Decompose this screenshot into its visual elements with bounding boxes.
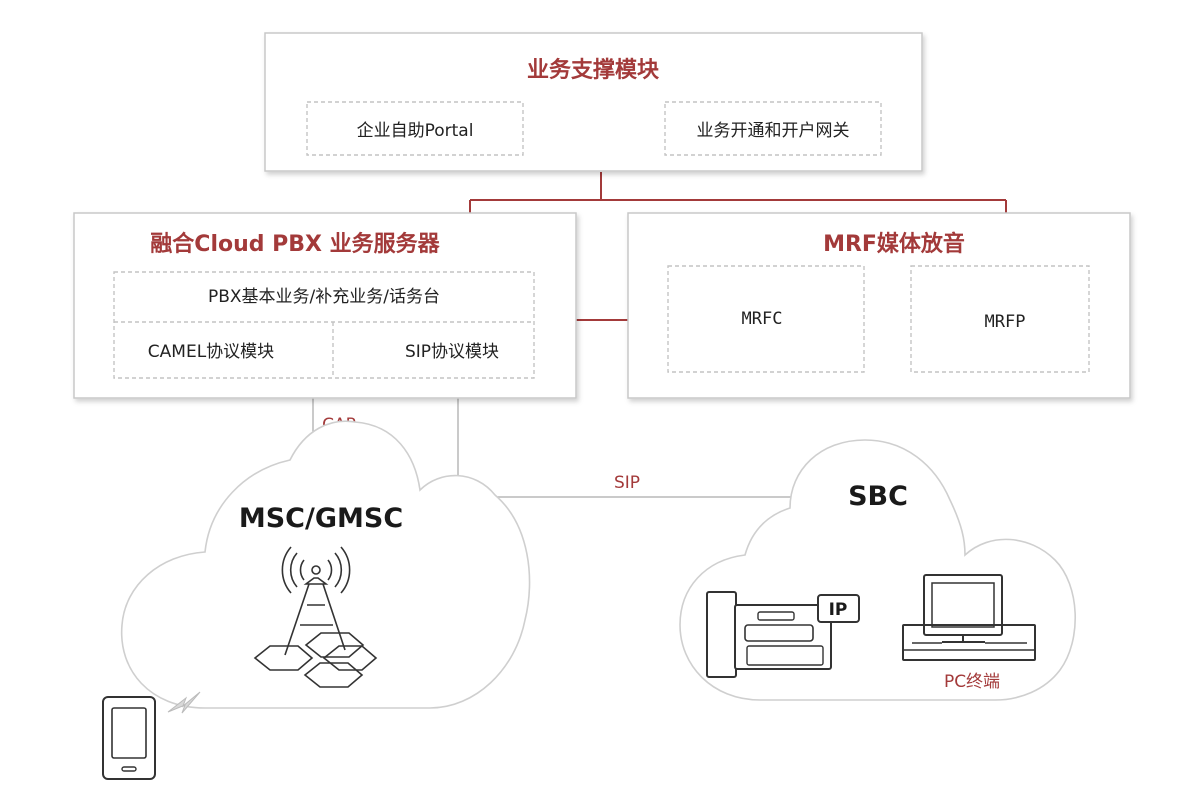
camel-module: CAMEL协议模块 (148, 342, 274, 362)
pbx-server-title: 融合Cloud PBX 业务服务器 (150, 231, 440, 257)
lightning-icon (167, 691, 201, 714)
sbc-cloud: SBC IP PC终端 (679, 439, 1076, 701)
sip-label: SIP (614, 473, 640, 493)
pbx-basic-services: PBX基本业务/补充业务/话务台 (208, 287, 440, 307)
mobile-phone-icon (102, 696, 156, 780)
support-item-portal: 企业自助Portal (357, 121, 474, 141)
cell-tower-icon (253, 546, 378, 688)
mrfp-label: MRFP (985, 312, 1026, 332)
mrf-title: MRF媒体放音 (823, 231, 965, 257)
sbc-cloud-title: SBC (848, 481, 908, 512)
sip-module: SIP协议模块 (405, 342, 499, 362)
msc-cloud-title: MSC/GMSC (239, 503, 403, 534)
ip-phone-icon: IP (706, 591, 860, 678)
msc-cloud: MSC/GMSC (120, 420, 531, 714)
mrfc-label: MRFC (742, 309, 783, 329)
sip-line (457, 398, 848, 498)
mrf-module: MRF媒体放音 MRFC MRFP (627, 212, 1131, 399)
support-module-title: 业务支撑模块 (527, 58, 660, 83)
support-item-gateway: 业务开通和开户网关 (697, 121, 850, 141)
pc-terminal-icon (902, 574, 1036, 661)
pc-terminal-label: PC终端 (944, 672, 1000, 692)
pbx-server: 融合Cloud PBX 业务服务器 PBX基本业务/补充业务/话务台 CAMEL… (73, 212, 577, 399)
support-module: 业务支撑模块 企业自助Portal 业务开通和开户网关 (264, 32, 923, 172)
ip-badge-label: IP (829, 600, 848, 620)
